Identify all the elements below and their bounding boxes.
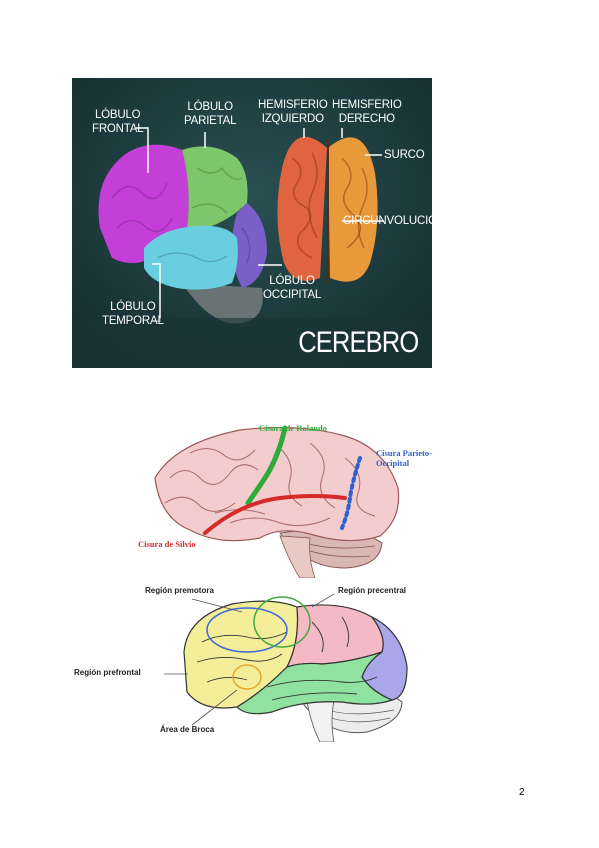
label-cisura-rolando: Cisura de Rolando	[259, 423, 328, 433]
regiones-drawing	[164, 593, 408, 742]
parietal-lobe	[182, 146, 248, 228]
temporal-region	[236, 651, 394, 715]
label-region-precentral: Región precentral	[338, 586, 407, 595]
label-cisura-parieto-occipital: Cisura Parieto-Occipital	[376, 448, 432, 468]
cisuras-illustration: Cisura de Rolando Cisura Parieto-Occipit…	[130, 418, 450, 578]
cisura-silvio-line	[203, 494, 347, 535]
cisura-rolando-line	[245, 425, 288, 506]
label-surco: SURCO	[384, 149, 425, 161]
page-number: 2	[519, 787, 525, 798]
label-area-broca: Área de Broca	[160, 725, 215, 734]
right-hemisphere	[328, 137, 378, 282]
cerebro-lobes-drawing	[72, 78, 432, 368]
label-cisura-silvio: Cisura de Silvio	[138, 539, 196, 549]
cisuras-drawing	[154, 425, 400, 578]
cisura-parieto-occipital-line	[340, 456, 362, 530]
figure-title-cerebro: CEREBRO	[297, 326, 419, 359]
left-hemisphere	[277, 136, 327, 281]
occipital-lobe	[232, 203, 267, 288]
label-region-prefrontal: Región prefrontal	[74, 668, 141, 677]
label-circunvolucion: CIRCUNVOLUCIÓN	[343, 215, 432, 227]
label-region-premotora: Región premotora	[145, 586, 214, 595]
regiones-illustration: Región premotora Región precentral Regió…	[72, 582, 432, 742]
temporal-lobe	[144, 225, 238, 290]
